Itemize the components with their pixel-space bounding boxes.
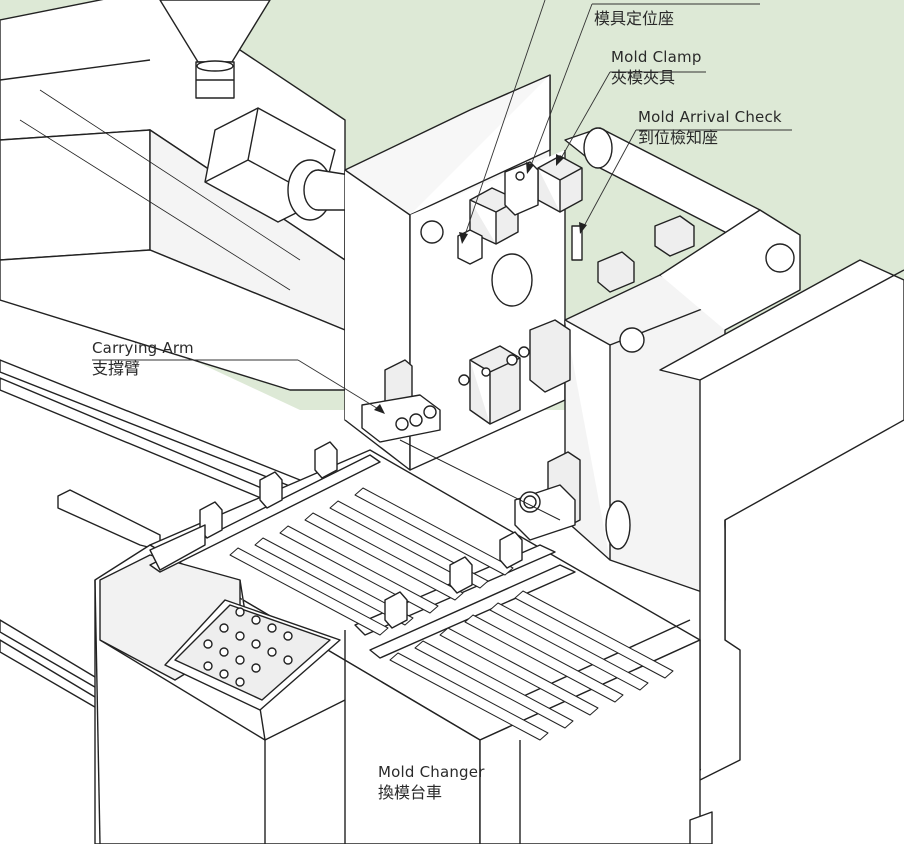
- label-mold-locating: 模具定位座: [594, 8, 674, 29]
- mold-changer-cart: [94, 441, 713, 844]
- leader-arrowheads: [374, 154, 587, 414]
- label-mold-changer-en: Mold Changer: [378, 763, 485, 781]
- control-panel-buttons: [203, 607, 293, 687]
- leader-lines: [92, 0, 792, 411]
- hopper: [159, 0, 271, 99]
- floor-rails: [0, 359, 301, 711]
- label-mold-locating-zh: 模具定位座: [594, 9, 675, 28]
- mold-clamps: [457, 155, 695, 425]
- label-mold-arrival-check-en: Mold Arrival Check: [638, 108, 782, 126]
- nozzle: [204, 107, 351, 223]
- carrying-arms: [361, 359, 581, 541]
- label-carrying-arm-en: Carrying Arm: [92, 339, 194, 357]
- label-carrying-arm-zh: 支撐臂: [92, 359, 141, 378]
- moving-platen: [564, 209, 904, 781]
- label-mold-arrival-check: Mold Arrival Check 到位檢知座: [638, 108, 782, 148]
- label-mold-changer: Mold Changer 換模台車: [378, 763, 485, 803]
- label-mold-clamp-zh: 夾模夾具: [611, 68, 676, 87]
- label-carrying-arm: Carrying Arm 支撐臂: [92, 339, 194, 379]
- label-mold-arrival-check-zh: 到位檢知座: [638, 128, 719, 147]
- label-mold-changer-zh: 換模台車: [378, 783, 443, 802]
- label-mold-clamp-en: Mold Clamp: [611, 48, 702, 66]
- label-mold-clamp: Mold Clamp 夾模夾具: [611, 48, 702, 88]
